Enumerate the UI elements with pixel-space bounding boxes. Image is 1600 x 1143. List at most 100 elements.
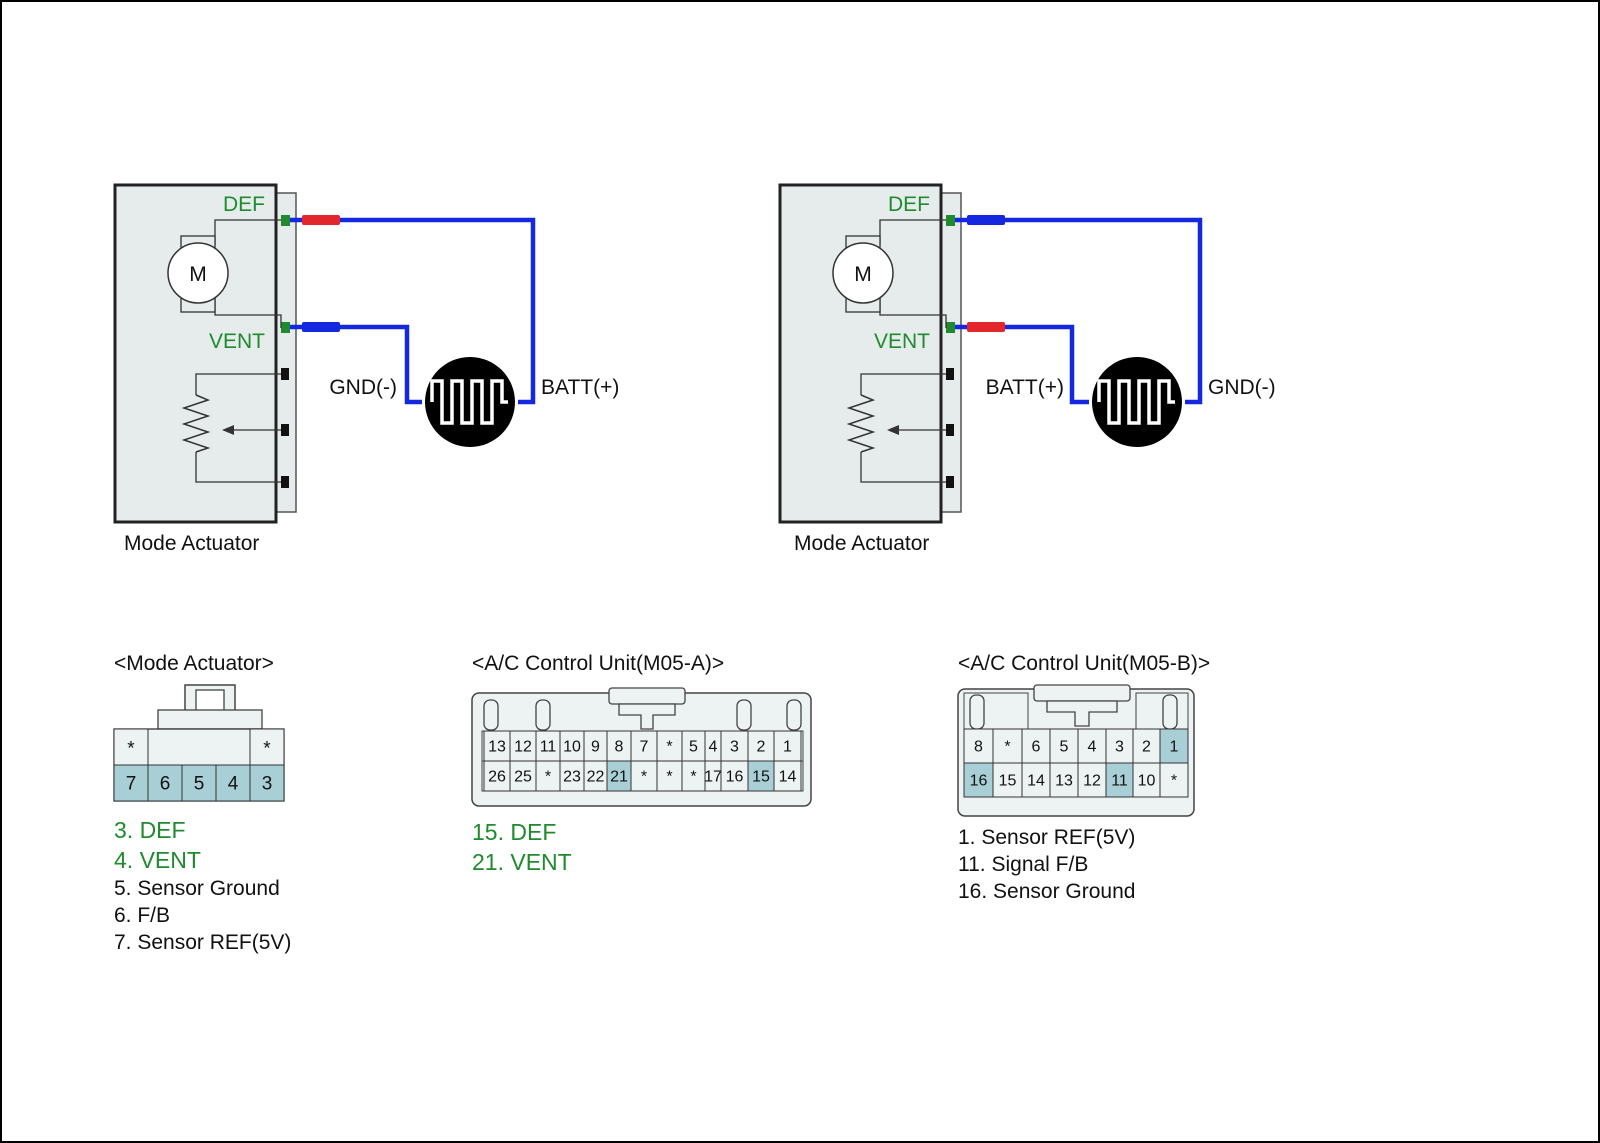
m05b-pin-label: 2 xyxy=(1142,739,1151,756)
m05b-latch-2 xyxy=(1162,694,1178,730)
m05b-bottom_row-cell xyxy=(1105,762,1134,798)
left-circuit: M DEF VENT GND(-) BATT(+) Mode Actuator xyxy=(113,183,619,555)
m05b-bottom_row-cell xyxy=(1077,762,1107,798)
left-wire-vent xyxy=(290,324,422,405)
m05a-bottom_row-cell xyxy=(606,760,632,792)
right-def-probe xyxy=(967,215,1005,225)
m05a-bottom_row-cell xyxy=(747,760,775,792)
m05a-pin-label: * xyxy=(690,769,696,786)
m05a-legend-def: 15. DEF xyxy=(472,819,556,845)
right-terminal-3 xyxy=(946,368,954,380)
mode-actuator-pin-label: 6 xyxy=(160,774,171,795)
right-vent-terminal xyxy=(946,322,955,333)
m05b-top_row-cell xyxy=(963,728,994,764)
right-circuit: M DEF VENT BATT(+) GND(-) Mode Actuator xyxy=(778,183,1276,555)
mode-actuator-lock-base xyxy=(157,709,263,730)
left-vent-label: VENT xyxy=(209,330,265,353)
mode-actuator-pin-label: 3 xyxy=(262,774,273,795)
m05a-pin-label: 2 xyxy=(757,739,766,756)
m05a-pin-label: 22 xyxy=(587,769,605,786)
m05a-pin-label: 23 xyxy=(563,769,581,786)
left-heater-pattern xyxy=(430,379,508,425)
left-wire-def xyxy=(290,217,536,405)
m05b-legend-signal-fb: 11. Signal F/B xyxy=(958,853,1088,876)
mode-actuator-bottom_row-cell xyxy=(147,764,183,802)
right-def-terminal xyxy=(946,215,955,226)
m05a-top_row-cell xyxy=(483,730,511,762)
m05a-pin-label: 15 xyxy=(752,769,770,786)
right-motor-label: M xyxy=(854,263,872,286)
right-def-label: DEF xyxy=(888,193,930,216)
m05a-bottom_row-cell xyxy=(773,760,802,792)
m05a-pin-label: 3 xyxy=(730,739,739,756)
m05b-top_row-cell xyxy=(1105,728,1134,764)
m05b-pin-label: 1 xyxy=(1170,739,1179,756)
right-pot-wire-bottom xyxy=(860,452,946,483)
m05a-pin-label: * xyxy=(545,769,551,786)
m05a-latch-3 xyxy=(736,699,752,731)
right-wire-def xyxy=(955,217,1203,405)
m05a-center-key xyxy=(608,687,686,705)
m05a-bottom_row-cell xyxy=(656,760,683,792)
m05b-legend-sensor-ground: 16. Sensor Ground xyxy=(958,880,1135,903)
left-motor-label: M xyxy=(189,263,207,286)
m05b-pin-label: 6 xyxy=(1032,739,1041,756)
m05a-connector-title: <A/C Control Unit(M05-A)> xyxy=(472,652,724,675)
m05a-pin-label: 17 xyxy=(704,769,722,786)
m05b-pin-label: 14 xyxy=(1027,773,1045,790)
m05a-pin-label: 4 xyxy=(709,739,718,756)
left-terminal-4 xyxy=(281,424,289,436)
m05a-pin-label: 1 xyxy=(783,739,792,756)
m05b-pin-label: 15 xyxy=(999,773,1017,790)
left-potentiometer xyxy=(181,394,211,453)
m05a-top_row-cell xyxy=(656,730,683,762)
left-motor-symbol xyxy=(167,242,229,304)
mode-actuator-legend-sensor-ref: 7. Sensor REF(5V) xyxy=(114,931,291,954)
left-terminal-3 xyxy=(281,368,289,380)
m05b-pin-label: 12 xyxy=(1083,773,1101,790)
m05a-t-key xyxy=(618,703,676,730)
m05a-pin-label: * xyxy=(641,769,647,786)
m05a-pin-label: 13 xyxy=(488,739,506,756)
m05b-pin-label: 13 xyxy=(1055,773,1073,790)
m05a-pin-label: 5 xyxy=(689,739,698,756)
mode-actuator-connector-title: <Mode Actuator> xyxy=(114,652,274,675)
left-actuator-caption: Mode Actuator xyxy=(124,532,259,555)
m05a-latch-1 xyxy=(483,699,499,731)
left-batt-label: BATT(+) xyxy=(541,376,619,399)
mode-actuator-legend-sensor-ground: 5. Sensor Ground xyxy=(114,877,280,900)
right-motor-symbol xyxy=(832,242,894,304)
mode-actuator-legend-vent: 4. VENT xyxy=(114,847,201,873)
mode-actuator-bottom_row-cell xyxy=(249,764,285,802)
m05b-top_row-cell xyxy=(992,728,1023,764)
m05b-latch-1 xyxy=(969,694,985,730)
m05a-bottom_row-cell xyxy=(509,760,537,792)
left-vent-terminal xyxy=(281,322,290,333)
m05b-bottom_row-cell xyxy=(1159,762,1189,798)
m05a-pin-label: 26 xyxy=(488,769,506,786)
m05b-pin-label: 4 xyxy=(1088,739,1097,756)
left-pot-arrow xyxy=(222,425,234,435)
m05a-pin-label: 21 xyxy=(610,769,628,786)
right-terminal-4 xyxy=(946,424,954,436)
m05b-pin-label: 8 xyxy=(974,739,983,756)
m05a-top_row-cell xyxy=(606,730,632,762)
m05b-bottom_row-cell xyxy=(1021,762,1051,798)
m05b-t-key xyxy=(1046,700,1118,727)
right-wire-vent xyxy=(955,324,1089,405)
m05a-pin-label: 11 xyxy=(540,739,557,756)
mode-actuator-legend-fb: 6. F/B xyxy=(114,904,170,927)
m05a-pin-label: 16 xyxy=(726,769,744,786)
m05b-pin-label: * xyxy=(1171,773,1177,790)
left-def-terminal xyxy=(281,215,290,226)
m05a-latch-4 xyxy=(786,699,802,731)
left-pot-wire-top xyxy=(195,373,281,395)
mode-actuator-pin-label: 7 xyxy=(126,774,137,795)
